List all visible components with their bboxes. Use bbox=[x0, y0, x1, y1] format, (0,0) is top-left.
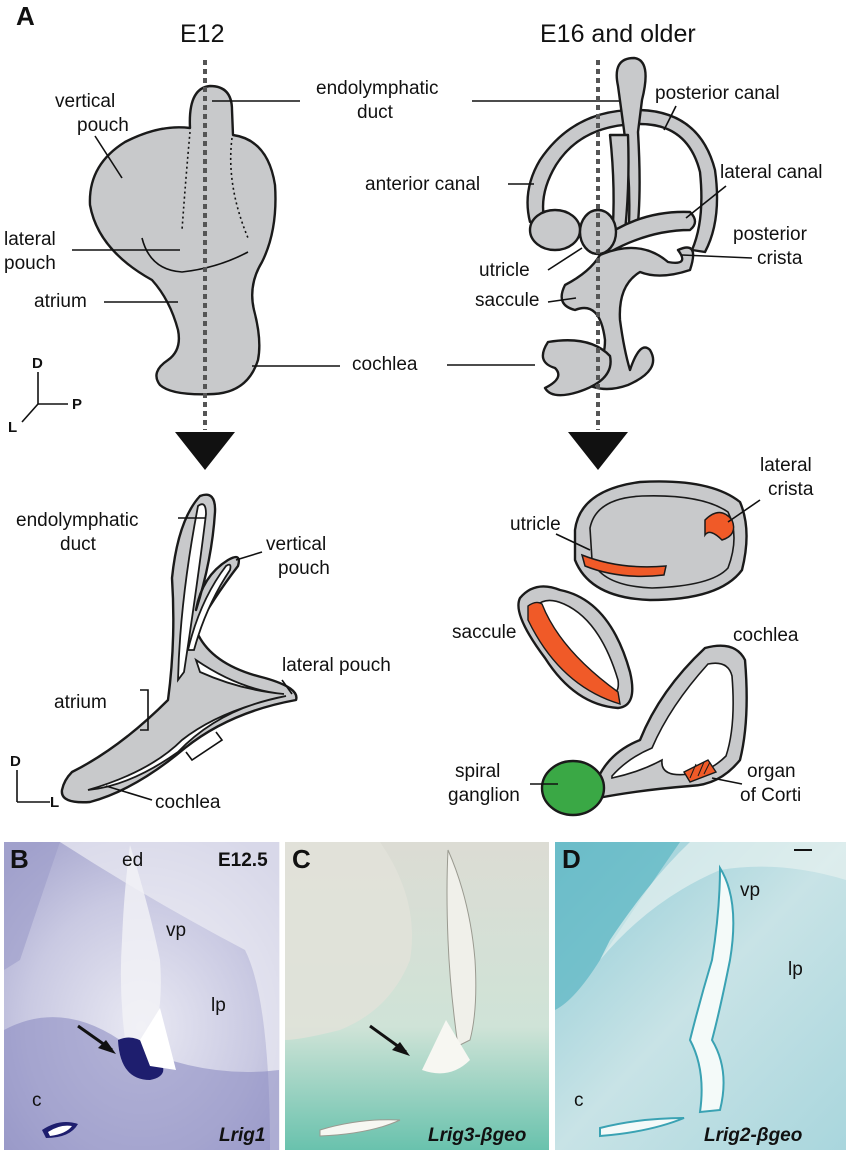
saccule-label-bottom: saccule bbox=[452, 622, 516, 643]
stage-e12-label: E12 bbox=[180, 20, 224, 48]
endolymphatic-label-2: duct bbox=[357, 102, 394, 123]
lateral-pouch-label-2: pouch bbox=[4, 253, 56, 274]
panel-a-letter: A bbox=[16, 1, 35, 31]
posterior-crista-label-2: crista bbox=[757, 248, 803, 269]
vertical-pouch-label-1: vertical bbox=[55, 91, 115, 112]
spiral-ganglion-label-1: spiral bbox=[455, 761, 500, 782]
spiral-ganglion-label-2: ganglion bbox=[448, 785, 520, 806]
posterior-crista-label-1: posterior bbox=[733, 224, 808, 245]
panel-b-stage: E12.5 bbox=[218, 850, 268, 871]
svg-text:L: L bbox=[50, 794, 59, 811]
vertical-pouch-label-2: pouch bbox=[77, 115, 129, 136]
cochlea-label-bottom-left: cochlea bbox=[155, 792, 221, 813]
panel-b-c-label: c bbox=[32, 1090, 42, 1111]
panel-d-letter: D bbox=[562, 844, 581, 874]
svg-text:P: P bbox=[72, 396, 82, 413]
saccule-section bbox=[517, 585, 634, 710]
stage-e16-label: E16 and older bbox=[540, 20, 696, 48]
svg-text:L: L bbox=[8, 419, 17, 436]
panel-d-gene-label: Lrig2-βgeo bbox=[704, 1125, 802, 1146]
endolymphatic-label-bottom-1: endolymphatic bbox=[16, 510, 139, 531]
panel-b-micrograph bbox=[4, 842, 280, 1150]
panel-d-lp-label: lp bbox=[788, 959, 803, 980]
utricle-label-top: utricle bbox=[479, 260, 530, 281]
svg-text:D: D bbox=[10, 753, 21, 770]
panel-b-ed-label: ed bbox=[122, 850, 143, 871]
endolymphatic-label-1: endolymphatic bbox=[316, 78, 439, 99]
axes-indicator-top: D P L bbox=[8, 355, 82, 436]
atrium-label-top: atrium bbox=[34, 291, 87, 312]
posterior-canal-label: posterior canal bbox=[655, 83, 780, 104]
atrium-label-bottom: atrium bbox=[54, 692, 107, 713]
panel-c-gene-label: Lrig3-βgeo bbox=[428, 1125, 526, 1146]
anterior-canal-label: anterior canal bbox=[365, 174, 480, 195]
panel-d-vp-label: vp bbox=[740, 880, 760, 901]
lateral-pouch-label-bottom: lateral pouch bbox=[282, 655, 391, 676]
lateral-crista-label-2: crista bbox=[768, 479, 814, 500]
saccule-label-top: saccule bbox=[475, 290, 539, 311]
utricle-section bbox=[573, 480, 748, 602]
axes-indicator-bottom: D L bbox=[10, 753, 59, 811]
e12-section-drawing bbox=[60, 493, 298, 804]
organ-of-corti-label-2: of Corti bbox=[740, 785, 801, 806]
e16-arrow-down bbox=[568, 432, 628, 470]
e16-inner-ear-drawing bbox=[526, 56, 719, 397]
vertical-label-bottom-2: pouch bbox=[278, 558, 330, 579]
panel-d-micrograph bbox=[555, 842, 846, 1150]
panel-b-gene-label: Lrig1 bbox=[219, 1125, 265, 1146]
panel-c-letter: C bbox=[292, 844, 311, 874]
cochlea-label-top: cochlea bbox=[352, 354, 418, 375]
panel-d-c-label: c bbox=[574, 1090, 584, 1111]
panel-b-lp-label: lp bbox=[211, 995, 226, 1016]
vertical-label-bottom-1: vertical bbox=[266, 534, 326, 555]
cochlea-section bbox=[596, 644, 748, 800]
lateral-crista-label-1: lateral bbox=[760, 455, 812, 476]
endolymphatic-label-bottom-2: duct bbox=[60, 534, 97, 555]
cochlea-label-bottom-right: cochlea bbox=[733, 625, 799, 646]
panel-b-letter: B bbox=[10, 844, 29, 874]
e12-otocyst-drawing bbox=[88, 84, 277, 396]
svg-text:D: D bbox=[32, 355, 43, 372]
lateral-canal-label: lateral canal bbox=[720, 162, 822, 183]
panel-b-vp-label: vp bbox=[166, 920, 186, 941]
lateral-pouch-label-1: lateral bbox=[4, 229, 56, 250]
organ-of-corti-label-1: organ bbox=[747, 761, 796, 782]
spiral-ganglion-shape bbox=[540, 759, 606, 817]
panel-c-micrograph bbox=[285, 842, 549, 1150]
e12-arrow-down bbox=[175, 432, 235, 470]
utricle-label-bottom: utricle bbox=[510, 514, 561, 535]
